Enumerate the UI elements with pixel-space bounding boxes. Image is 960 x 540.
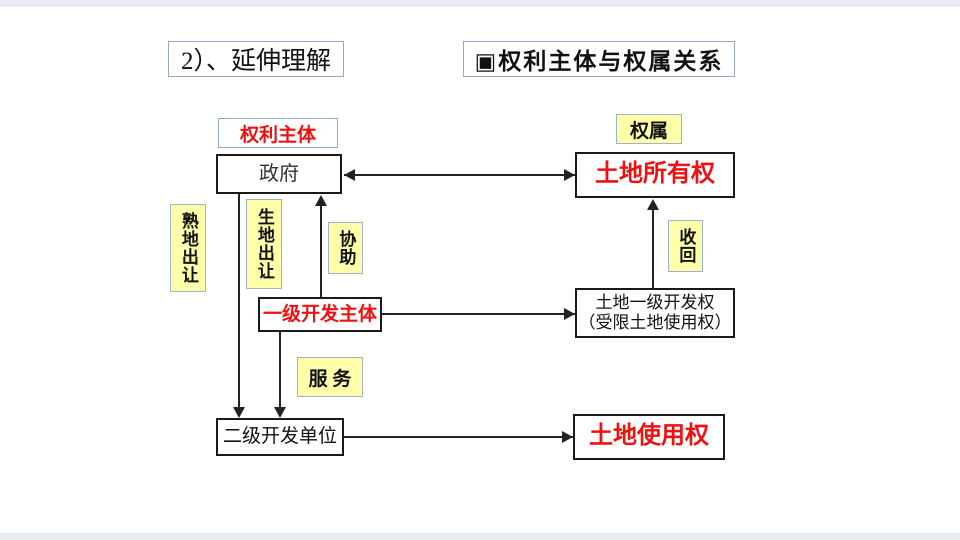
connector-government-land-ownership-line (344, 174, 575, 176)
top-edge-band (0, 0, 960, 7)
connector-government-secondary-line (238, 194, 240, 407)
connector-primary-developer-government-line (320, 206, 322, 297)
label-ownership-category: 权属 (616, 114, 682, 144)
node-secondary-developer-label: 二级开发单位 (222, 426, 337, 448)
connector-primary-developer-dev-right-line (382, 313, 575, 315)
node-government-label: 政府 (259, 162, 299, 185)
connector-secondary-land-use-line (344, 436, 573, 438)
label-rights-subject: 权利主体 (218, 118, 338, 148)
chip-mature-land-transfer: 熟地出让 (170, 204, 206, 292)
chip-reclaim: 收回 (668, 220, 703, 272)
connector-secondary-land-use-arrow (562, 431, 573, 443)
node-government[interactable]: 政府 (216, 154, 342, 194)
connector-primary-secondary-line (279, 332, 281, 407)
connector-government-secondary-arrow (233, 407, 245, 418)
chip-service: 服 务 (297, 357, 363, 397)
chip-raw-land-transfer: 生地出让 (246, 199, 282, 289)
connector-government-land-ownership-arrow-left (344, 169, 355, 181)
title-right: ▣权利主体与权属关系 (463, 41, 735, 77)
node-primary-developer-label: 一级开发主体 (262, 303, 377, 325)
connector-dev-right-land-ownership-line (652, 210, 654, 288)
connector-primary-secondary-arrow (274, 407, 286, 418)
connector-primary-developer-dev-right-arrow (564, 308, 575, 320)
connector-government-land-ownership-arrow-right (564, 169, 575, 181)
connector-primary-developer-government-arrow (315, 195, 327, 206)
chip-assistance: 协助 (328, 222, 363, 274)
node-secondary-developer[interactable]: 二级开发单位 (216, 418, 344, 456)
node-primary-dev-right[interactable]: 土地一级开发权 （受限土地使用权） (575, 288, 735, 338)
node-land-use-right[interactable]: 土地使用权 (573, 414, 725, 460)
connector-dev-right-land-ownership-arrow (647, 199, 659, 210)
node-land-ownership[interactable]: 土地所有权 (575, 152, 735, 198)
node-land-ownership-label: 土地所有权 (595, 161, 715, 188)
node-land-use-right-label: 土地使用权 (589, 423, 709, 450)
node-primary-dev-right-label: 土地一级开发权 （受限土地使用权） (578, 293, 732, 332)
title-left: 2）、延伸理解 (168, 41, 344, 77)
bottom-edge-band (0, 533, 960, 540)
node-primary-developer[interactable]: 一级开发主体 (258, 297, 382, 332)
